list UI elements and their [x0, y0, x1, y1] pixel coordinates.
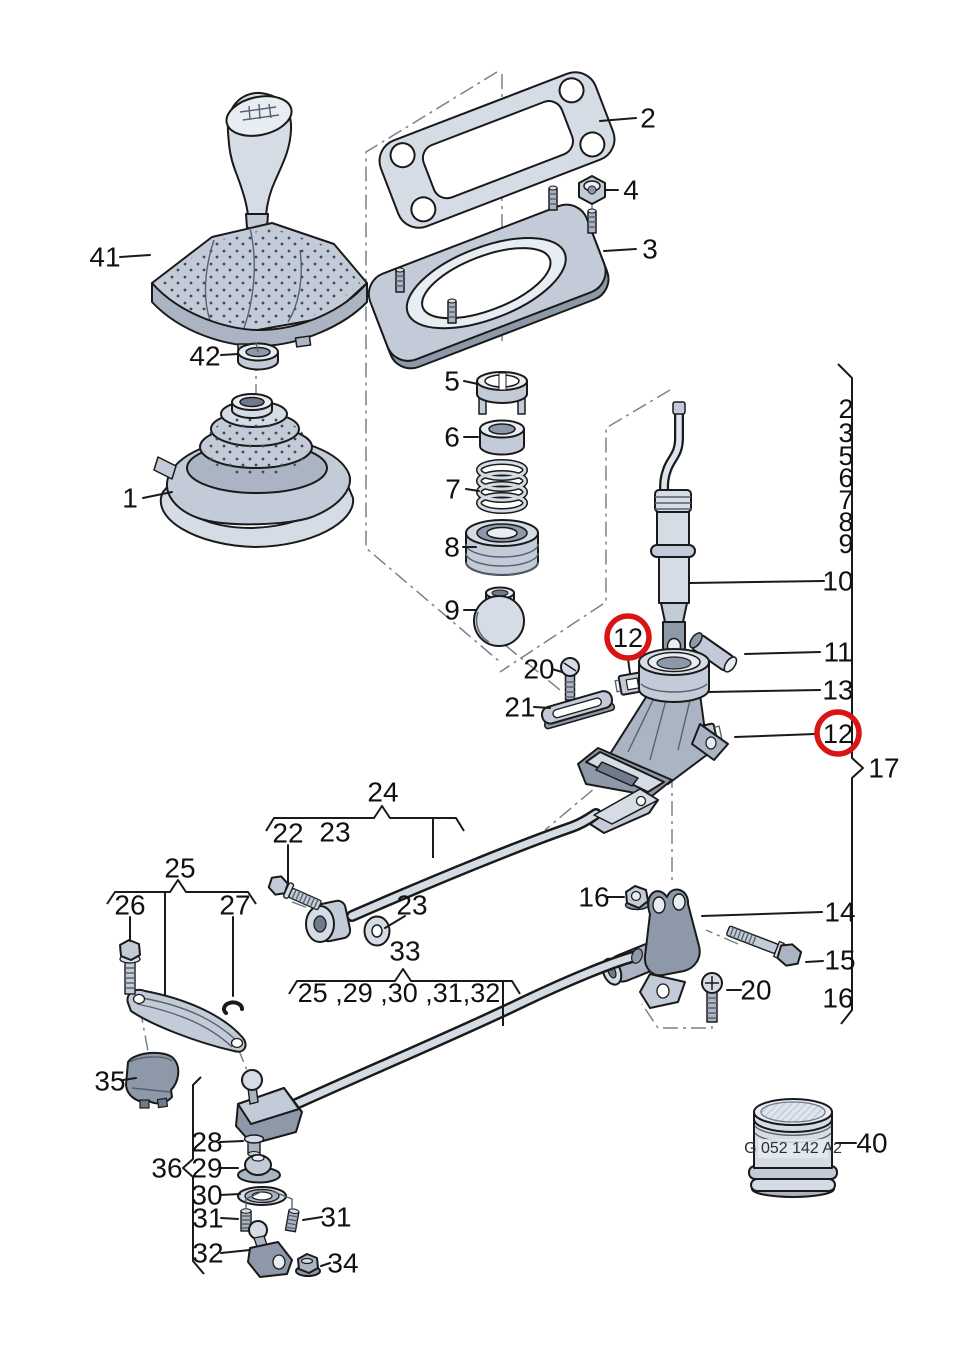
part-2-gasket — [378, 71, 616, 229]
part-label-11: 11 — [823, 637, 852, 668]
part-20-screw-top — [560, 657, 580, 701]
part-3-bearing-plate — [367, 185, 610, 370]
part-42-ring — [237, 342, 279, 371]
part-33-rod — [235, 948, 643, 1145]
part-35-damper — [125, 1051, 180, 1109]
part-label-10: 10 — [822, 566, 853, 597]
part-label-24: 24 — [367, 777, 398, 808]
part-label-16-right: 16 — [822, 983, 853, 1014]
part-label-16-left: 16 — [578, 882, 609, 913]
highlight-circle-12-left — [604, 613, 652, 661]
bracket-right-column — [837, 363, 864, 1025]
part-label-12-right: 12 — [823, 719, 853, 749]
part-label-21: 21 — [504, 692, 535, 723]
part-label-15: 15 — [824, 945, 855, 976]
part-label-20-bottom: 20 — [740, 975, 771, 1006]
part-8-threaded-bushing — [465, 519, 539, 576]
part-label-7: 7 — [445, 474, 461, 505]
part-4-nut — [578, 175, 606, 205]
part-label-30: 30 — [191, 1180, 222, 1211]
container-code-label: G 052 142 A2 — [744, 1140, 842, 1157]
part-7-spring — [476, 459, 528, 514]
part-label-5: 5 — [444, 366, 460, 397]
part-16-nut-left — [624, 885, 650, 911]
part-5-retainer — [476, 371, 528, 415]
part-label-17: 17 — [868, 753, 899, 784]
part-31-pin-left — [240, 1208, 252, 1232]
part-label-26: 26 — [114, 890, 145, 921]
knob-top — [225, 95, 293, 137]
column-label-8: 8 — [838, 507, 853, 537]
part-32-lever — [247, 1220, 293, 1278]
part-label-6: 6 — [444, 422, 460, 453]
group-brackets — [106, 363, 864, 1275]
column-label-5: 5 — [838, 441, 853, 471]
part-label-8: 8 — [444, 532, 460, 563]
brace-36 — [182, 1076, 205, 1275]
part-label-14: 14 — [824, 897, 855, 928]
column-label-9: 9 — [838, 529, 853, 559]
bracket-33 — [288, 968, 521, 1026]
part-1-boot-assembly — [153, 393, 355, 548]
part-label-1: 1 — [122, 483, 138, 514]
part-22-bolt — [267, 875, 322, 911]
part-label-33: 33 — [389, 936, 420, 967]
leader-lines — [119, 117, 857, 1267]
part-28-bushing — [243, 1134, 265, 1157]
part-label-31-left: 31 — [192, 1203, 223, 1234]
part-labels: 41 42 1 2 4 3 5 6 7 8 9 2 3 5 6 7 8 9 10… — [89, 103, 899, 1279]
part-41-shift-knob-boot — [151, 91, 368, 354]
part-29-grommet — [237, 1154, 281, 1184]
part-label-35: 35 — [94, 1066, 125, 1097]
part-6-bushing — [479, 419, 525, 456]
part-21-slotted-plate — [540, 690, 616, 730]
group-33-includes-label: 25 ,29 ,30 ,31,32 — [298, 978, 501, 1008]
part-label-27: 27 — [219, 890, 250, 921]
part-label-34: 34 — [327, 1248, 358, 1279]
part-label-4: 4 — [623, 175, 639, 206]
column-label-2: 2 — [838, 394, 853, 424]
part-14-bracket — [601, 888, 701, 1009]
part-10-shift-lever — [650, 401, 696, 660]
part-13-housing — [577, 648, 729, 797]
part-label-42: 42 — [189, 341, 220, 372]
part-label-23-washer: 23 — [396, 890, 427, 921]
bracket-25 — [106, 879, 257, 996]
plate-studs — [395, 185, 597, 324]
part-label-3: 3 — [642, 234, 658, 265]
part-label-2: 2 — [640, 103, 656, 134]
highlight-circle-12-right — [814, 709, 862, 757]
part-24-selector-rod — [305, 788, 659, 943]
part-label-13: 13 — [822, 675, 853, 706]
part-label-32: 32 — [192, 1238, 223, 1269]
part-label-12-left: 12 — [613, 623, 643, 653]
part-30-ring — [237, 1186, 287, 1206]
part-label-29: 29 — [191, 1153, 222, 1184]
part-label-28: 28 — [191, 1127, 222, 1158]
part-20-screw-bottom — [701, 972, 723, 1023]
part-label-36: 36 — [151, 1153, 182, 1184]
part-34-nut — [295, 1253, 321, 1277]
part-label-41: 41 — [89, 242, 120, 273]
column-label-3: 3 — [838, 418, 853, 448]
part-25-arm — [126, 988, 247, 1053]
part-label-23-top: 23 — [319, 817, 350, 848]
part-9-ball-socket — [473, 586, 525, 647]
part-27-clip — [222, 1000, 245, 1015]
part-label-40: 40 — [856, 1128, 887, 1159]
part-label-9: 9 — [444, 595, 460, 626]
part-26-bolt — [119, 939, 141, 995]
part-label-22: 22 — [272, 818, 303, 849]
part-40-lubricant-container — [748, 1098, 838, 1198]
part-label-25: 25 — [164, 853, 195, 884]
part-15-bolt — [726, 925, 803, 967]
column-label-7: 7 — [838, 485, 853, 515]
part-label-31-right: 31 — [320, 1202, 351, 1233]
part-23-washer — [363, 915, 391, 947]
column-label-6: 6 — [838, 463, 853, 493]
part-label-20-top: 20 — [523, 654, 554, 685]
part-31-pin-right — [284, 1208, 300, 1233]
bracket-24 — [265, 805, 465, 858]
